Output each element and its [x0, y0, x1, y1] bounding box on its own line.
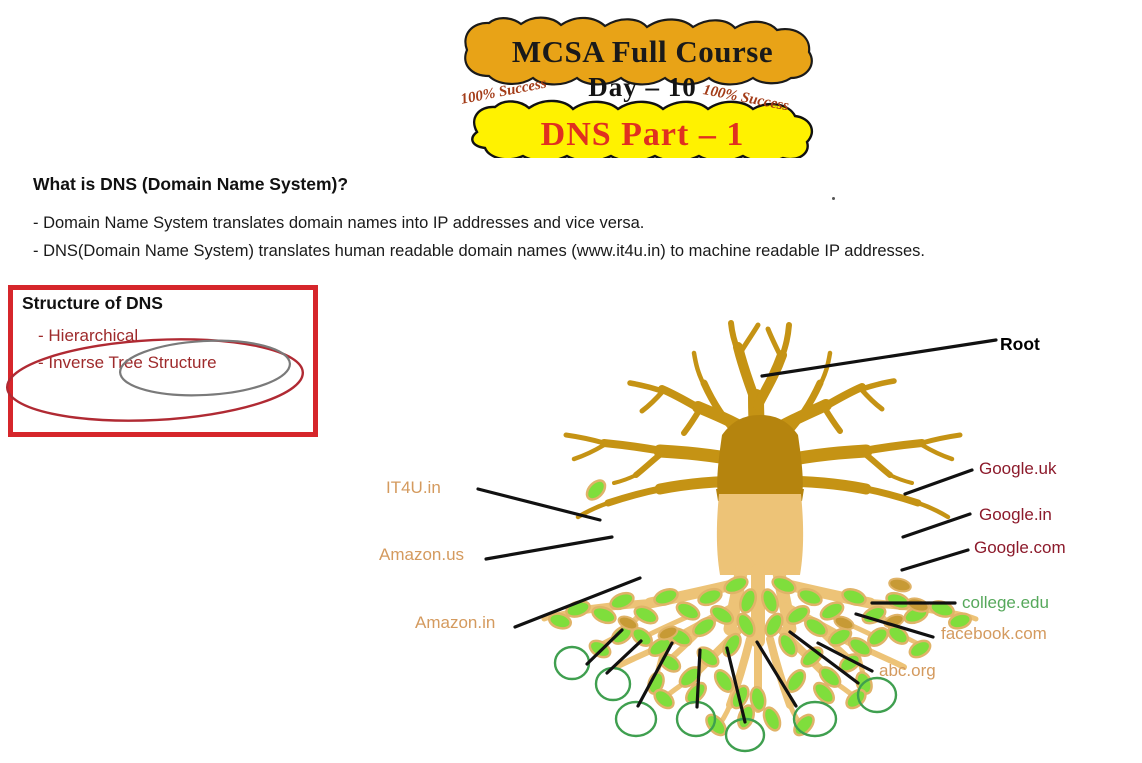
topic-title: DNS Part – 1: [540, 116, 745, 153]
day-label: Day – 10: [588, 72, 697, 102]
intro-bullet-2: - DNS(Domain Name System) translates hum…: [33, 242, 926, 260]
tree-trunk-dark: [716, 415, 804, 501]
label-amazon-us: Amazon.us: [379, 545, 465, 564]
label-it4u-in: IT4U.in: [386, 478, 441, 497]
leaf-node-circle: [553, 645, 591, 681]
label-root: Root: [1000, 334, 1040, 354]
label-abc-org: abc.org: [879, 661, 936, 680]
label-amazon-in: Amazon.in: [415, 613, 496, 632]
intro-bullet-1: - Domain Name System translates domain n…: [33, 214, 645, 232]
leaf-node-circle: [856, 676, 898, 714]
yellow-badge-shape: [471, 99, 814, 158]
leaf-node-circle: [792, 700, 838, 738]
label-google-com: Google.com: [974, 538, 1066, 557]
structure-item-inverse-tree: - Inverse Tree Structure: [38, 353, 217, 372]
label-google-in: Google.in: [979, 505, 1052, 524]
course-title: MCSA Full Course: [511, 34, 774, 69]
leaf-node-circle: [614, 700, 658, 738]
label-college-edu: college.edu: [962, 593, 1049, 612]
leaf-node-circle: [594, 666, 632, 702]
orange-badge-shape: [464, 16, 813, 86]
dns-inverse-tree-illustration: [500, 285, 1020, 763]
structure-item-hierarchical: - Hierarchical: [38, 326, 139, 345]
stray-dot-artifact: [832, 197, 835, 200]
section-heading: What is DNS (Domain Name System)?: [33, 174, 349, 194]
title-banner: MCSA Full Course Day – 10 100% Success 1…: [455, 8, 830, 158]
structure-box-title: Structure of DNS: [22, 293, 163, 313]
tree-graphic: [541, 320, 979, 753]
tree-trunk-light: [716, 494, 804, 575]
label-facebook-com: facebook.com: [941, 624, 1047, 643]
banner-shapes: [464, 16, 814, 158]
label-google-uk: Google.uk: [979, 459, 1057, 478]
